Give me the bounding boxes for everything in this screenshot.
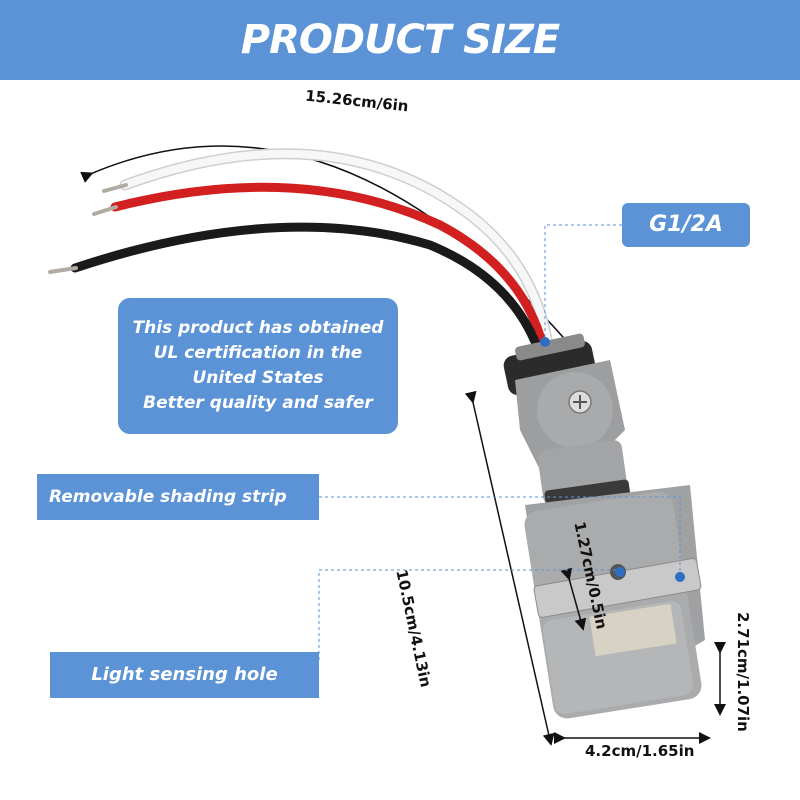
- wire-red: [110, 182, 549, 355]
- pointer-lines: [318, 224, 681, 660]
- wire-black: [70, 222, 545, 360]
- hole-marker-dot: [615, 567, 625, 577]
- ul-certification-note: This product has obtained UL certificati…: [118, 298, 398, 434]
- sensing-hole-label: Light sensing hole: [50, 652, 319, 698]
- ul-label: [589, 603, 677, 657]
- head-width-label: 4.2cm/1.65in: [585, 742, 695, 760]
- wires: [70, 148, 554, 360]
- hole-size-line: [560, 567, 587, 631]
- thread-marker-dot: [540, 337, 550, 347]
- page-title: PRODUCT SIZE: [240, 17, 560, 63]
- ul-note-line-4: Better quality and safer: [143, 393, 373, 413]
- strip-marker-dot: [675, 572, 685, 582]
- stripped-wire-ends: [48, 183, 128, 274]
- ul-note-line-3: United States: [192, 368, 324, 388]
- header-banner: PRODUCT SIZE: [0, 0, 800, 80]
- shading-strip-label: Removable shading strip: [37, 474, 319, 520]
- ul-note-line-1: This product has obtained: [132, 318, 384, 338]
- thread-size-badge: G1/2A: [622, 203, 750, 247]
- thread-ring: [515, 333, 585, 361]
- ul-note-line-2: UL certification in the: [153, 343, 363, 363]
- wire-white-core: [121, 149, 552, 349]
- photocell-head: [524, 485, 705, 719]
- head-height-label: 2.71cm/1.07in: [734, 612, 752, 732]
- body-length-line: [464, 390, 555, 746]
